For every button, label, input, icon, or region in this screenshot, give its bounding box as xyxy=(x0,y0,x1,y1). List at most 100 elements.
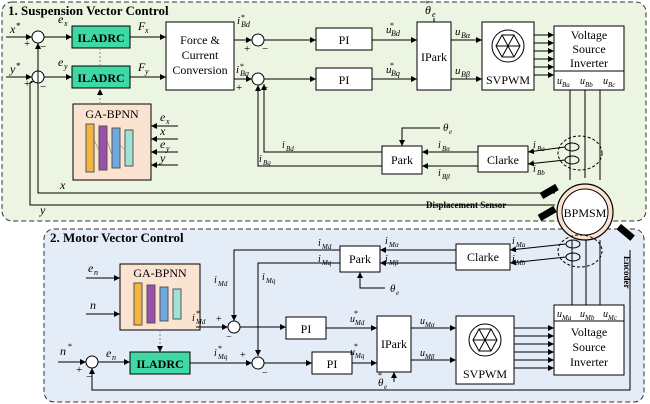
vsi-suspension-label-3: Inverter xyxy=(570,56,608,70)
svg-text:Md: Md xyxy=(321,243,332,251)
svg-text:−: − xyxy=(226,332,232,343)
svg-text:+: + xyxy=(240,350,246,361)
svg-text:*: * xyxy=(354,309,358,318)
ibb-label: i xyxy=(533,164,536,175)
ubq-label: u xyxy=(386,64,392,76)
imq-left-label: i xyxy=(262,272,265,283)
svpwm-suspension-label: SVPWM xyxy=(486,73,530,87)
svg-text:Bq: Bq xyxy=(240,69,249,78)
iba-label: i xyxy=(533,140,536,151)
pi-q-suspension-label: PI xyxy=(339,73,350,87)
x-reference-label: x xyxy=(9,22,16,36)
umc-label: u xyxy=(603,309,608,320)
ey-label: e xyxy=(58,55,64,69)
svg-text:Md: Md xyxy=(217,280,228,288)
clarke-suspension-block xyxy=(477,145,529,173)
svg-text:*: * xyxy=(218,344,222,353)
clarke-suspension-label: Clarke xyxy=(487,153,519,167)
ibq-feedback-label: i xyxy=(259,154,262,165)
vsi-suspension-label-2: Source xyxy=(572,42,605,56)
vsi-motor-label-2: Source xyxy=(572,340,605,354)
ubc-label: u xyxy=(603,76,608,87)
svg-text:Bq: Bq xyxy=(391,69,400,78)
svg-text:Mβ: Mβ xyxy=(388,259,399,267)
encoder-label: Encoder xyxy=(622,256,632,289)
force-current-label-3: Conversion xyxy=(172,63,227,77)
force-current-label-1: Force & xyxy=(180,33,220,47)
pi-d-suspension-block xyxy=(315,27,373,51)
ga-bpnn-motor-label: GA-BPNN xyxy=(133,266,187,280)
clarke-motor-label: Clarke xyxy=(467,250,499,264)
park-motor-block xyxy=(339,245,381,273)
svg-text:Bα: Bα xyxy=(442,145,450,153)
displacement-sensor-label: Displacement Sensor xyxy=(426,200,506,210)
theta-label-top: θ xyxy=(425,3,431,17)
pi-q-motor-label: PI xyxy=(327,357,338,371)
svg-text:e: e xyxy=(384,383,387,391)
imd-left-label: i xyxy=(214,275,217,286)
svg-text:y: y xyxy=(165,144,170,153)
sum-junction-imq xyxy=(251,356,265,370)
theta-label-park-top: θ xyxy=(443,122,449,134)
park-suspension-label: Park xyxy=(391,153,413,167)
svpwm-motor-label: SVPWM xyxy=(463,367,507,381)
uba-label: u xyxy=(557,76,562,87)
svpwm-suspension-block xyxy=(481,21,535,91)
svg-text:y: y xyxy=(63,62,68,71)
y-reference-label: y xyxy=(9,62,16,76)
svg-text:Bd: Bd xyxy=(241,20,251,29)
ipark-suspension-label: IPark xyxy=(421,50,447,64)
imd-ref-label: i xyxy=(192,313,195,324)
svg-text:Mc: Mc xyxy=(607,314,618,322)
n-ann-input: n xyxy=(90,298,96,312)
svg-text:−: − xyxy=(86,371,92,383)
pi-d-motor-label: PI xyxy=(301,322,312,336)
svg-text:x: x xyxy=(165,117,170,126)
sum-junction-speed xyxy=(85,355,99,369)
imq-feedback-label: i xyxy=(318,254,321,265)
svg-text:*: * xyxy=(390,61,394,70)
theta-label-bottom: θ xyxy=(378,377,384,389)
park-suspension-block xyxy=(381,145,423,175)
umb-label: u xyxy=(580,309,585,320)
svg-text:*: * xyxy=(196,309,200,318)
ann-input-ey: e xyxy=(160,137,166,151)
svg-text:x: x xyxy=(63,19,68,28)
vsi-motor-block xyxy=(553,304,625,376)
umbeta-label: u xyxy=(420,348,425,359)
svg-text:−: − xyxy=(262,43,268,55)
ann-input-y: y xyxy=(159,151,166,165)
svg-text:+: + xyxy=(76,364,82,376)
svg-text:Bb: Bb xyxy=(537,169,545,177)
svg-text:−: − xyxy=(262,82,268,94)
ubb-label: u xyxy=(580,76,585,87)
en-ann-input: e xyxy=(88,261,94,275)
suspension-section-title: 1. Suspension Vector Control xyxy=(8,3,169,18)
x-feedback-label: x xyxy=(59,178,66,192)
ann-input-ex: e xyxy=(160,110,166,124)
imalpha-label: i xyxy=(385,236,388,247)
bpmsm-label: BPMSM xyxy=(564,206,607,220)
svg-text:Bβ: Bβ xyxy=(461,70,470,79)
svg-text:Md: Md xyxy=(354,319,365,327)
ex-label: e xyxy=(58,12,64,26)
ipark-motor-label: IPark xyxy=(381,337,407,351)
vsi-motor-label-3: Inverter xyxy=(570,355,608,369)
iladrc-x-label: ILADRC xyxy=(77,31,124,45)
ibbeta-label: i xyxy=(438,168,441,179)
n-reference-label: n xyxy=(60,344,66,358)
theta-label-park-motor: θ xyxy=(390,283,396,295)
en-loop-label: e xyxy=(106,346,112,360)
svg-text:*: * xyxy=(425,0,429,8)
vsi-suspension-label-1: Voltage xyxy=(571,28,607,42)
ipark-suspension-block xyxy=(416,21,452,91)
uma-label: u xyxy=(557,309,562,320)
imd-feedback-label: i xyxy=(318,238,321,249)
svg-text:Bd: Bd xyxy=(286,145,294,153)
svg-text:−: − xyxy=(262,368,268,379)
svg-text:e: e xyxy=(432,10,436,19)
vsi-suspension-block xyxy=(553,25,625,91)
ubalpha-label: u xyxy=(455,26,461,38)
svg-text:−: − xyxy=(40,41,46,53)
svg-text:e: e xyxy=(396,289,399,297)
